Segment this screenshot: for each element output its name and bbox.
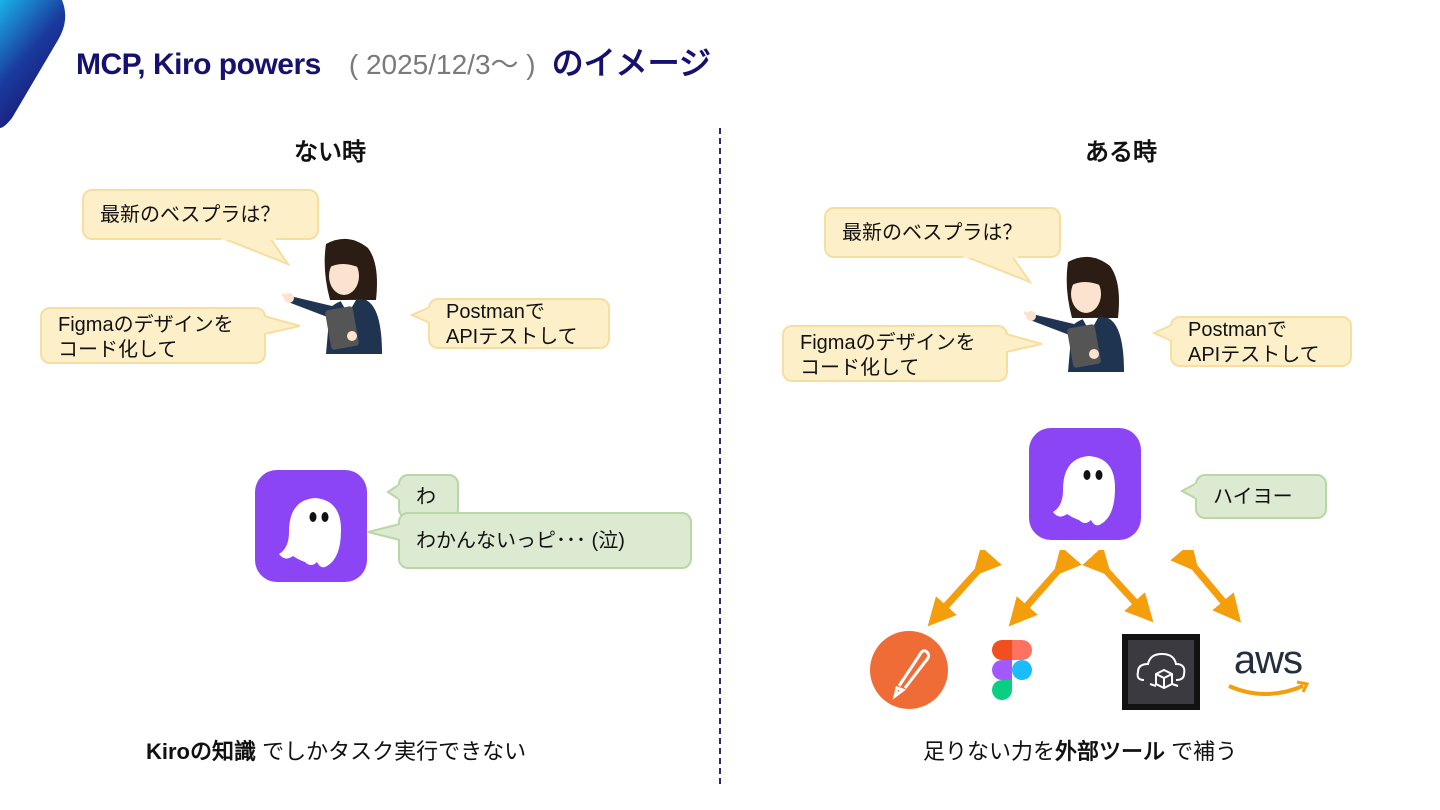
- bubble-tail: [262, 315, 301, 335]
- caption-bold: 知識: [212, 739, 257, 764]
- bubble-tail: [1004, 333, 1043, 353]
- left-bubble-postman: Postmanで APIテストして: [428, 298, 610, 349]
- kiro-logo: [255, 470, 367, 582]
- caption-post: でしかタスク実行できない: [262, 739, 527, 764]
- postman-logo: [870, 631, 948, 709]
- arrow-aws: [1170, 550, 1242, 623]
- bubble-text: 最新のベスプラは？: [842, 222, 1023, 244]
- right-heading: ある時: [1085, 139, 1157, 166]
- bubble-line-1: Figmaのデザインを: [58, 314, 234, 336]
- reply-text: ハイヨー: [1213, 486, 1293, 508]
- left-bubble-best-practice: 最新のベスプラは？: [82, 189, 319, 240]
- title-suffix: のイメージ: [551, 45, 711, 81]
- bubble-tail: [367, 523, 402, 541]
- woman-pointing-illustration: [1024, 256, 1124, 372]
- title-date: ( 2025/12/3～ ): [348, 49, 536, 80]
- right-bubble-figma: Figmaのデザインを コード化して: [782, 325, 1008, 382]
- bubble-line-2: コード化して: [800, 357, 920, 379]
- right-caption: 足りない力を外部ツール で補う: [923, 734, 1237, 766]
- bubble-tail: [1152, 324, 1174, 342]
- left-caption: Kiroの知識 でしかタスク実行できない: [146, 734, 526, 766]
- caption-post: で補う: [1171, 739, 1238, 764]
- left-bubble-figma: Figmaのデザインを コード化して: [40, 307, 266, 364]
- bubble-tail: [221, 236, 291, 266]
- arrow-postman: [927, 550, 1002, 627]
- caption-pre: 足りない力を: [923, 739, 1056, 764]
- aws-smile-icon: [1228, 680, 1310, 696]
- figma-logo: [992, 640, 1032, 700]
- bubble-line-1: Postmanで: [1188, 319, 1287, 341]
- woman-pointing-illustration: [282, 238, 382, 354]
- left-heading: ない時: [294, 139, 366, 166]
- right-reply: ハイヨー: [1195, 474, 1327, 519]
- reply-text: わかんないっピ･･･ (泣): [416, 530, 625, 552]
- bubble-tail: [963, 254, 1033, 284]
- bubble-line-2: コード化して: [58, 339, 178, 361]
- page-title: MCP, Kiro powers ( 2025/12/3～ ) のイメージ: [76, 38, 711, 82]
- reply-text: わ: [416, 486, 436, 508]
- bubble-tail: [1180, 482, 1199, 500]
- column-divider: [719, 128, 721, 784]
- bubble-text: 最新のベスプラは？: [100, 204, 281, 226]
- ghost-icon: [1053, 456, 1115, 526]
- kiro-logo: [1029, 428, 1141, 540]
- right-bubble-postman: Postmanで APIテストして: [1170, 316, 1352, 367]
- cloud-service-logo: [1122, 634, 1200, 710]
- aws-text: aws: [1233, 638, 1303, 682]
- caption-pre: Kiroの: [146, 739, 213, 764]
- bubble-line-2: APIテストして: [446, 326, 578, 348]
- bubble-tail: [386, 483, 402, 501]
- right-bubble-best-practice: 最新のベスプラは？: [824, 207, 1061, 258]
- title-main: MCP, Kiro powers: [76, 48, 321, 81]
- arrow-figma: [1008, 550, 1082, 627]
- bubble-line-1: Postmanで: [446, 301, 545, 323]
- left-reply-long: わかんないっピ･･･ (泣): [398, 512, 692, 569]
- bubble-tail: [410, 306, 432, 324]
- aws-logo: aws: [1225, 640, 1311, 702]
- bubble-line-2: APIテストして: [1188, 344, 1320, 366]
- caption-bold: 外部ツール: [1055, 739, 1166, 764]
- ghost-icon: [279, 498, 341, 568]
- connection-arrows: [927, 550, 1242, 627]
- corner-decoration: [0, 0, 66, 128]
- arrow-cloud: [1082, 550, 1154, 623]
- bubble-line-1: Figmaのデザインを: [800, 332, 976, 354]
